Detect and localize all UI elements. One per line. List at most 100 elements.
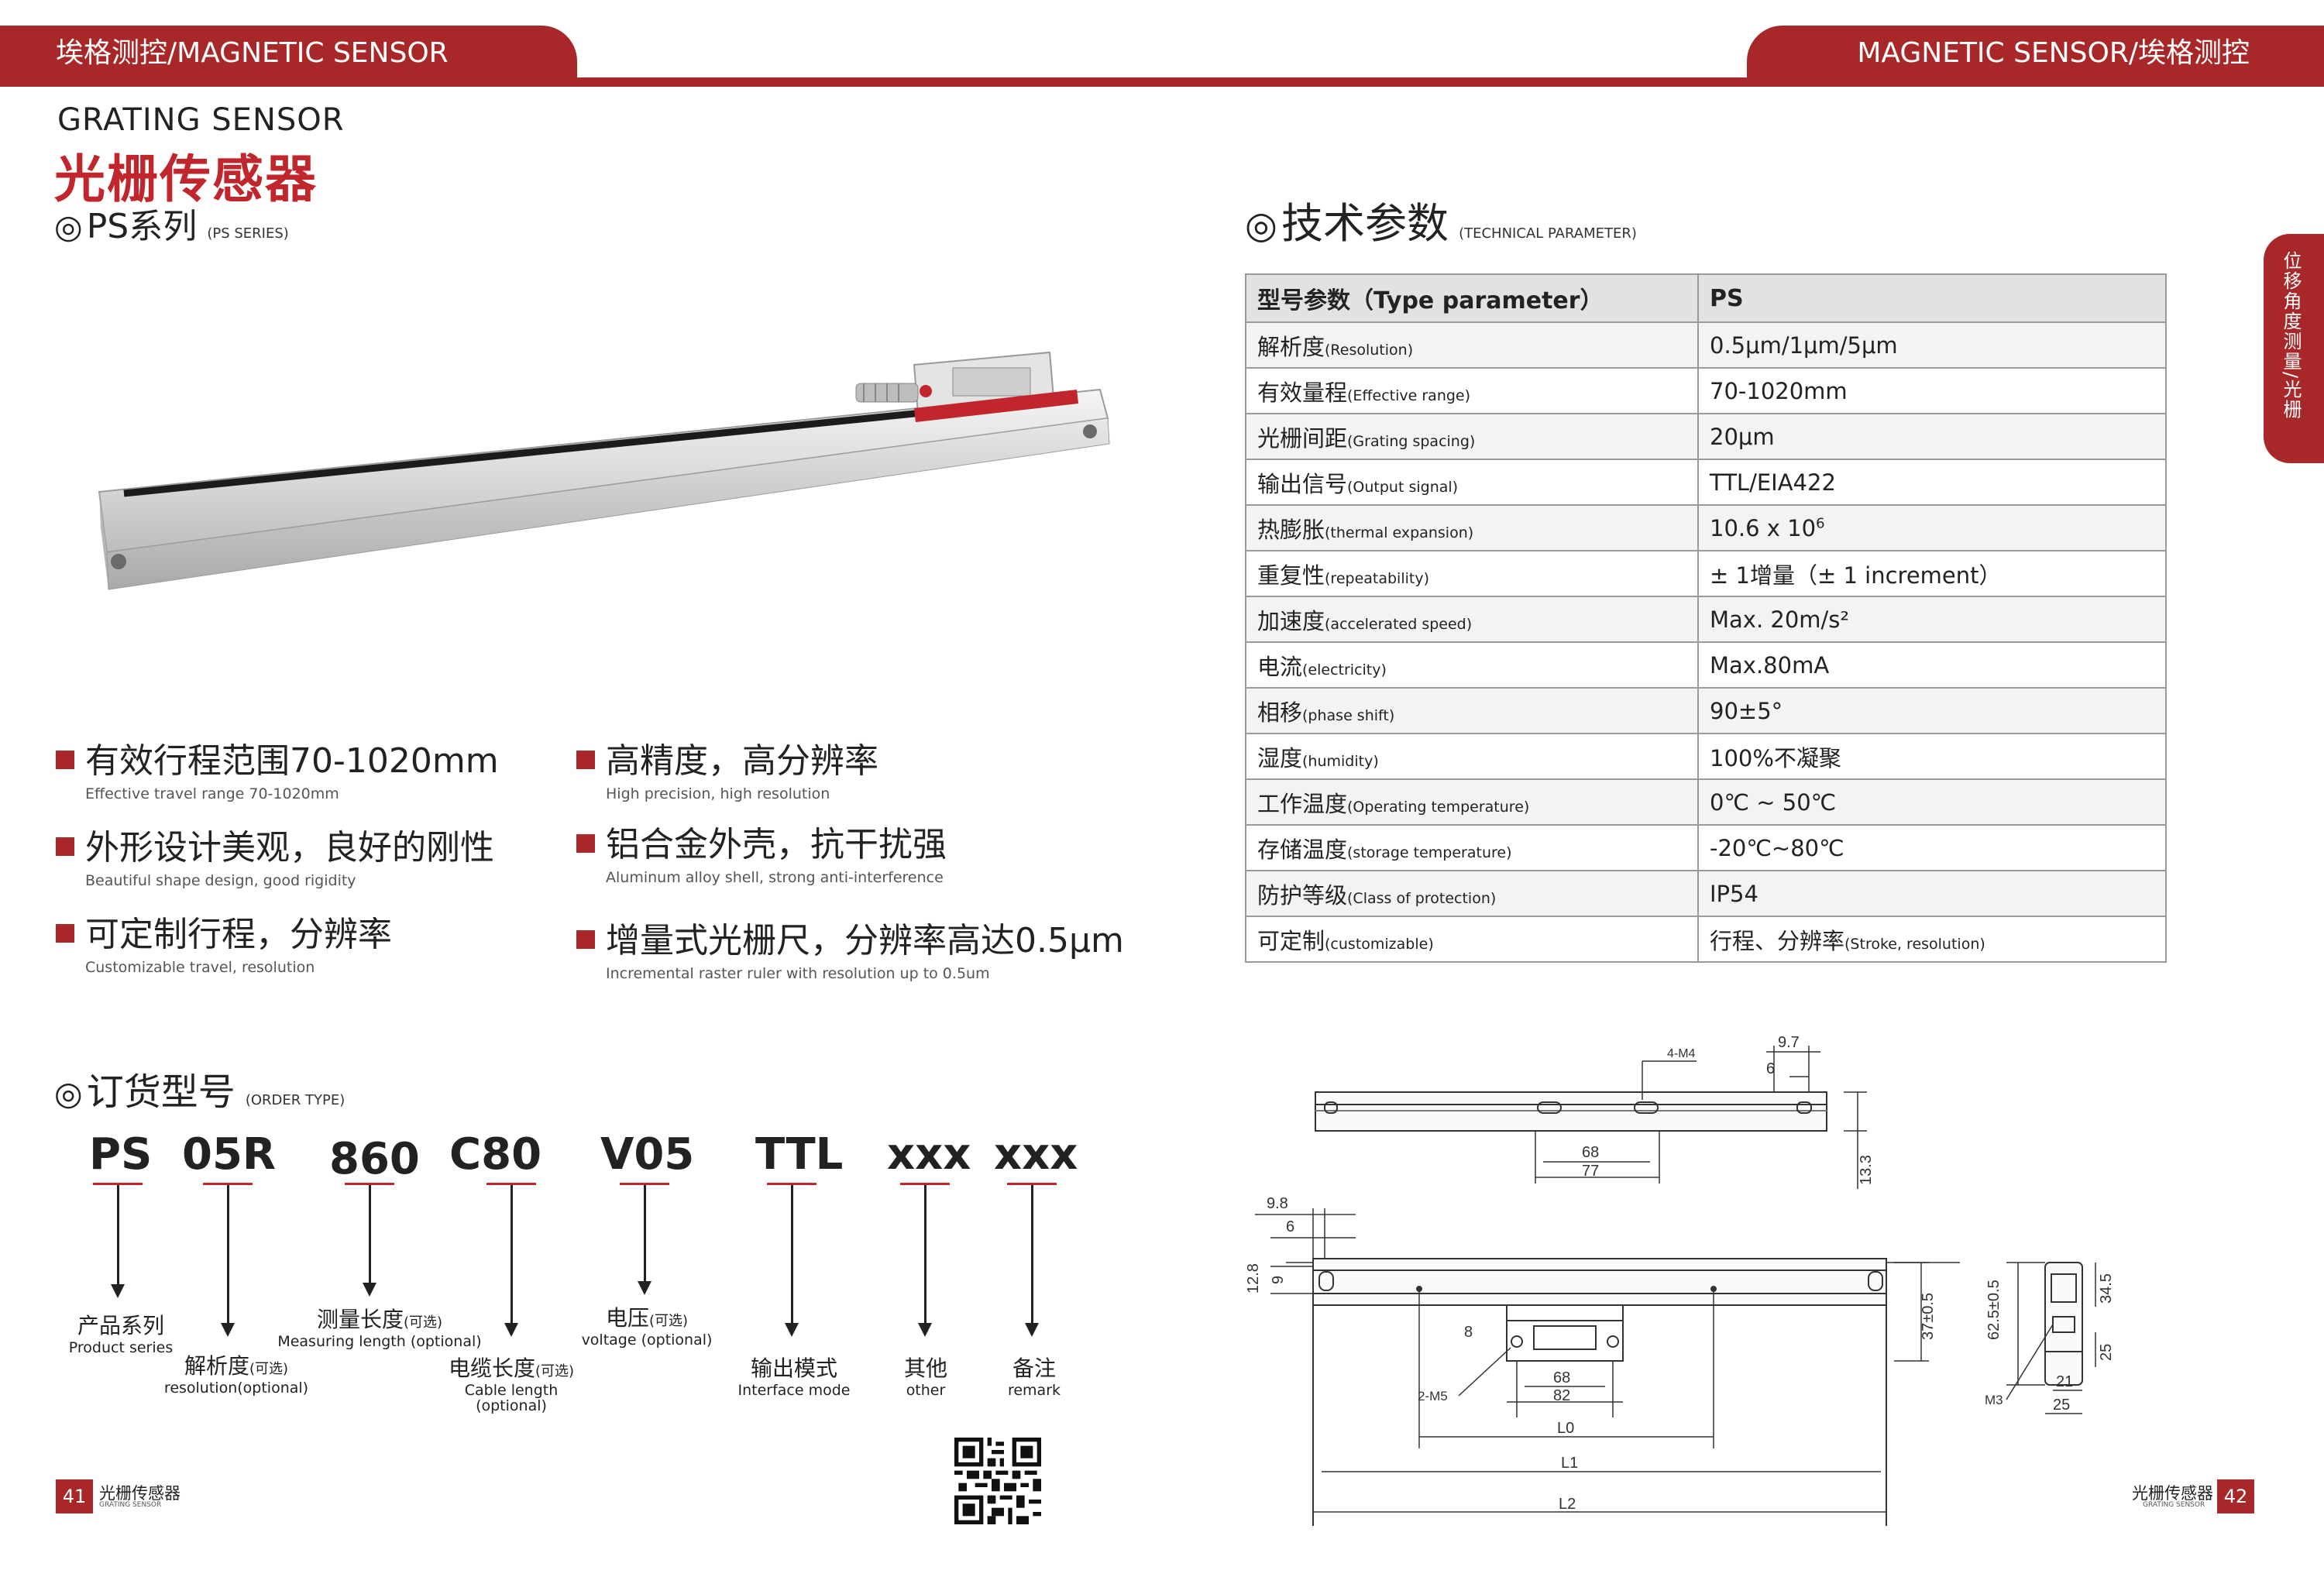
code-underline xyxy=(203,1183,253,1185)
feature-item: 有效行程范围70-1020mm Effective travel range 7… xyxy=(56,733,499,802)
dim-label: M3 xyxy=(1985,1393,2003,1407)
order-label: 其他 other xyxy=(903,1355,947,1399)
dim-label: 4-M4 xyxy=(1667,1047,1696,1060)
code-underline xyxy=(900,1183,950,1185)
dim-label: 9.7 xyxy=(1778,1034,1800,1051)
spec-table: 型号参数（Type parameter） PS 解析度(Resolution)0… xyxy=(1245,273,2167,963)
order-code: V05 xyxy=(600,1129,695,1180)
dim-label: 34.5 xyxy=(2098,1273,2115,1304)
bullet-square-icon xyxy=(56,837,74,856)
order-type-heading: ◎ 订货型号 (ORDER TYPE) xyxy=(54,1061,345,1115)
grating-sensor-image xyxy=(98,351,1110,590)
table-row: 相移(phase shift)90±5° xyxy=(1245,687,2167,734)
dim-label: 82 xyxy=(1553,1387,1570,1404)
order-label: 电压(可选) voltage (optional) xyxy=(581,1305,713,1349)
table-row: 重复性(repeatability)± 1增量（± 1 increment） xyxy=(1245,550,2167,597)
code-underline xyxy=(1007,1183,1057,1185)
order-type-title: 订货型号 xyxy=(86,1070,235,1114)
order-code: 05R xyxy=(182,1129,277,1180)
arrow-line xyxy=(369,1185,371,1284)
dim-label: 68 xyxy=(1582,1144,1599,1161)
table-row: 防护等级(Class of protection)IP54 xyxy=(1245,870,2167,917)
order-label: 电缆长度(可选) Cable length (optional) xyxy=(448,1355,575,1414)
order-code: PS xyxy=(89,1129,153,1180)
table-row: 解析度(Resolution)0.5μm/1μm/5μm xyxy=(1245,321,2167,369)
dim-label: 13.3 xyxy=(1858,1155,1875,1185)
dim-label: 37±0.5 xyxy=(1920,1293,1937,1340)
side-tab: 位移角度测量/光栅 xyxy=(2264,234,2324,463)
circle-icon: ◎ xyxy=(54,208,83,246)
side-view-drawing: 62.5±0.5 34.5 25 M3 21 25 xyxy=(1985,1262,2115,1414)
table-row: 电流(electricity)Max.80mA xyxy=(1245,641,2167,689)
bullet-square-icon xyxy=(56,924,74,943)
qr-code-icon xyxy=(954,1438,1041,1524)
table-row: 工作温度(Operating temperature)0℃ ~ 50℃ xyxy=(1245,778,2167,826)
dim-label: 25 xyxy=(2098,1344,2115,1361)
order-code: xxx xyxy=(994,1129,1078,1180)
footer-label-en: GRATING SENSOR xyxy=(2143,1501,2205,1509)
dim-label: 9 xyxy=(1270,1276,1287,1284)
order-label: 备注 remark xyxy=(1007,1355,1061,1399)
footer-label-en: GRATING SENSOR xyxy=(99,1501,162,1509)
product-title-en: GRATING SENSOR xyxy=(57,102,345,138)
dim-label: 68 xyxy=(1553,1369,1570,1386)
table-header-row: 型号参数（Type parameter） PS xyxy=(1245,273,2167,323)
product-title-cn: 光栅传感器 xyxy=(54,149,318,209)
tech-heading: ◎ 技术参数 (TECHNICAL PARAMETER) xyxy=(1245,189,1637,250)
series-heading: ◎ PS系列 (PS SERIES) xyxy=(54,198,289,248)
arrow-line xyxy=(117,1185,119,1286)
header-tab-left: 埃格测控/MAGNETIC SENSOR xyxy=(0,26,577,81)
arrow-down-icon xyxy=(504,1323,518,1337)
feature-item: 外形设计美观，良好的刚性 Beautiful shape design, goo… xyxy=(56,819,494,889)
feature-item: 增量式光栅尺，分辨率高达0.5μm Incremental raster rul… xyxy=(576,912,1124,982)
dim-label: 12.8 xyxy=(1245,1263,1262,1294)
table-row: 热膨胀(thermal expansion)10.6 x 106 xyxy=(1245,504,2167,551)
feature-item: 高精度，高分辨率 High precision, high resolution xyxy=(576,733,878,802)
bullet-square-icon xyxy=(576,930,595,949)
table-row: 光栅间距(Grating spacing)20μm xyxy=(1245,413,2167,460)
order-code: TTL xyxy=(755,1129,844,1180)
order-label: 输出模式 Interface mode xyxy=(737,1355,851,1399)
dim-label: 8 xyxy=(1464,1324,1473,1341)
table-row: 湿度(humidity)100%不凝聚 xyxy=(1245,733,2167,780)
order-label: 解析度(可选) resolution(optional) xyxy=(163,1353,309,1397)
circle-icon: ◎ xyxy=(1245,204,1277,247)
code-underline xyxy=(767,1183,816,1185)
arrow-down-icon xyxy=(638,1281,651,1295)
front-view-drawing: 9.8 6 12.8 9 37±0.5 8 2-M5 68 82 L0 L1 L… xyxy=(1245,1195,1960,1526)
top-view-drawing: 4-M4 9.7 6 68 77 13.3 xyxy=(1315,1034,1875,1189)
arrow-line xyxy=(791,1185,793,1324)
dim-label: 77 xyxy=(1582,1163,1599,1180)
dim-label: L2 xyxy=(1559,1496,1576,1513)
arrow-down-icon xyxy=(1025,1323,1039,1337)
code-underline xyxy=(93,1183,143,1185)
footer-label-cn: 光栅传感器 xyxy=(2132,1484,2213,1503)
page-number: 42 xyxy=(2217,1479,2254,1513)
bullet-square-icon xyxy=(576,751,595,769)
dim-label: 6 xyxy=(1766,1060,1775,1077)
dim-label: 21 xyxy=(2056,1373,2073,1390)
dim-label: 2-M5 xyxy=(1418,1389,1448,1403)
code-underline xyxy=(486,1183,536,1185)
bullet-square-icon xyxy=(56,751,74,769)
table-row: 输出信号(Output signal)TTL/EIA422 xyxy=(1245,459,2167,506)
order-label: 产品系列 Product series xyxy=(68,1313,174,1356)
dim-label: L1 xyxy=(1561,1455,1578,1472)
order-type-subtitle: (ORDER TYPE) xyxy=(245,1092,346,1108)
arrow-down-icon xyxy=(785,1323,799,1337)
header-tab-right: MAGNETIC SENSOR/埃格测控 xyxy=(1747,26,2324,81)
arrow-line xyxy=(227,1185,229,1324)
dim-label: 6 xyxy=(1286,1218,1294,1235)
footer-label-cn: 光栅传感器 xyxy=(99,1484,180,1503)
dim-label: 25 xyxy=(2053,1397,2070,1414)
feature-item: 可定制行程，分辨率 Customizable travel, resolutio… xyxy=(56,906,392,976)
tech-subtitle: (TECHNICAL PARAMETER) xyxy=(1459,225,1637,242)
arrow-line xyxy=(511,1185,513,1324)
arrow-line xyxy=(644,1185,646,1283)
dim-label: 9.8 xyxy=(1267,1195,1288,1212)
tech-title: 技术参数 xyxy=(1281,199,1449,248)
feature-item: 铝合金外壳，抗干扰强 Aluminum alloy shell, strong … xyxy=(576,816,947,886)
dim-label: L0 xyxy=(1557,1420,1574,1437)
arrow-line xyxy=(924,1185,927,1324)
arrow-down-icon xyxy=(918,1323,932,1337)
